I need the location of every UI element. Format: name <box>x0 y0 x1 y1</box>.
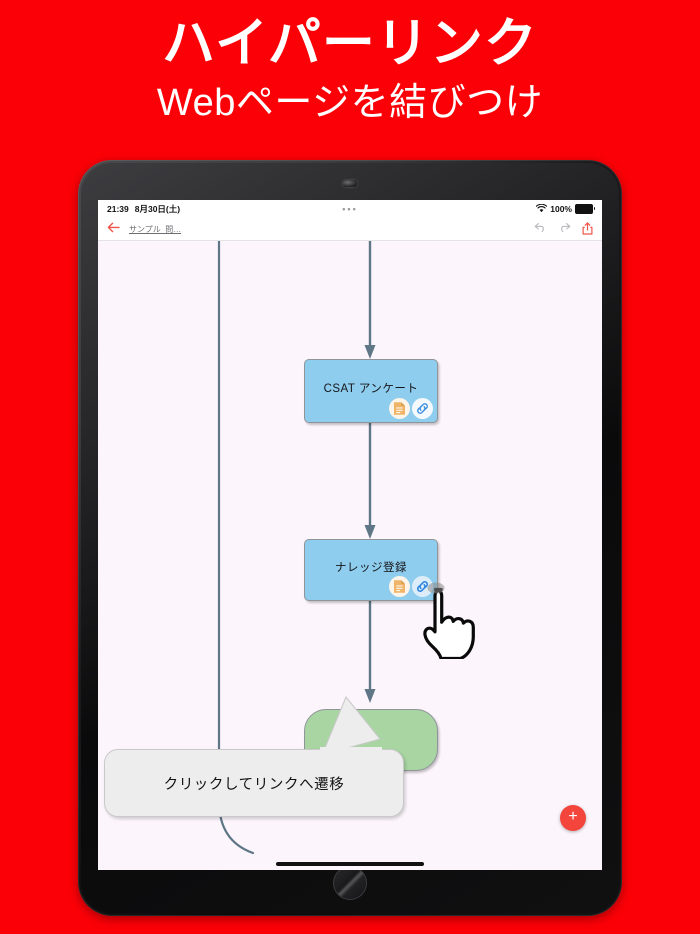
document-title[interactable]: サンプル_問… <box>129 224 182 234</box>
battery-icon <box>575 204 595 214</box>
status-center-indicator: ••• <box>342 203 358 214</box>
headline-block: ハイパーリンク Webページを結びつけ <box>0 14 700 127</box>
redo-icon[interactable] <box>558 222 571 236</box>
status-bar: 21:39 8月30日(土) ••• 100% <box>98 200 602 218</box>
tablet-device-frame: 21:39 8月30日(土) ••• 100% <box>78 160 622 916</box>
home-indicator <box>276 862 424 866</box>
flow-node-label: ナレッジ登録 <box>335 562 407 574</box>
home-button[interactable] <box>333 866 367 900</box>
flow-node-csat[interactable]: CSAT アンケート <box>304 359 438 423</box>
camera-dot-icon <box>342 180 358 187</box>
toolbar-actions <box>534 221 593 237</box>
undo-icon[interactable] <box>534 222 547 236</box>
wifi-icon <box>536 203 548 215</box>
device-screen: 21:39 8月30日(土) ••• 100% <box>98 200 602 870</box>
page-title: ハイパーリンク <box>162 14 538 73</box>
app-toolbar: サンプル_問… <box>98 218 602 241</box>
add-fab-button[interactable]: + <box>560 805 586 831</box>
document-icon[interactable] <box>389 576 410 597</box>
back-arrow-icon[interactable] <box>107 222 120 235</box>
page-subtitle: Webページを結びつけ <box>156 82 544 125</box>
tooltip-text: クリックしてリンクへ遷移 <box>163 776 345 793</box>
node-badges <box>389 576 433 597</box>
tooltip-notch-icon <box>320 696 382 757</box>
battery-percent-label: 100% <box>550 204 572 214</box>
status-time: 21:39 <box>107 204 129 214</box>
flow-node-label: CSAT アンケート <box>323 383 419 395</box>
link-icon[interactable] <box>412 398 433 419</box>
status-bar-left: 21:39 8月30日(土) <box>107 203 180 215</box>
tooltip-bubble: クリックしてリンクへ遷移 <box>104 749 404 817</box>
link-icon[interactable] <box>412 576 433 597</box>
node-badges <box>389 398 433 419</box>
flow-node-knowledge[interactable]: ナレッジ登録 <box>304 539 438 601</box>
share-icon[interactable] <box>582 221 593 237</box>
document-icon[interactable] <box>389 398 410 419</box>
status-date: 8月30日(土) <box>134 204 181 214</box>
status-bar-right: 100% <box>536 203 595 215</box>
diagram-canvas[interactable]: CSAT アンケート <box>98 241 602 870</box>
plus-icon: + <box>568 808 578 825</box>
